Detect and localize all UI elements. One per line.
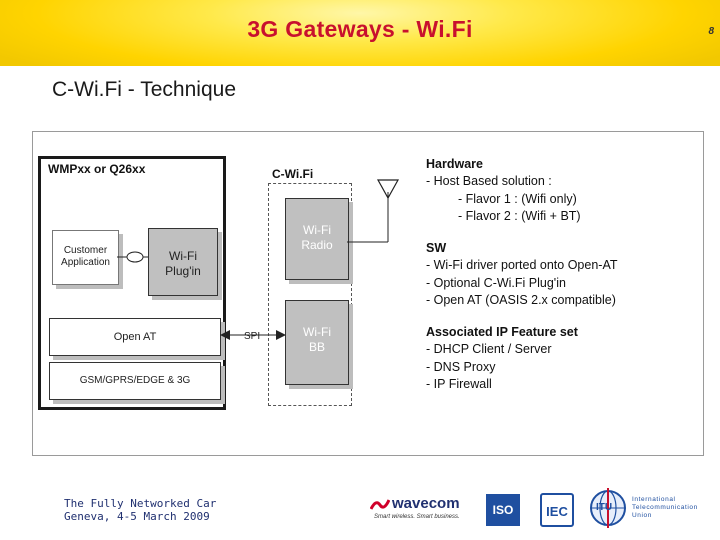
- ip-line-3: - IP Firewall: [426, 377, 492, 391]
- header-banner: 3G Gateways - Wi.Fi 8: [0, 0, 720, 66]
- wavecom-logo: wavecom Smart wireless. Smart business.: [370, 494, 476, 524]
- itu-name-line-2: Telecommunication: [632, 504, 698, 511]
- cwifi-dashed-box: [268, 183, 352, 406]
- cwifi-title: C-Wi.Fi: [272, 167, 314, 181]
- open-at-box: Open AT: [49, 318, 221, 356]
- gsm-label: GSM/GPRS/EDGE & 3G: [79, 375, 191, 386]
- ip-line-1: - DHCP Client / Server: [426, 342, 552, 356]
- wavecom-wordmark: wavecom: [392, 495, 460, 512]
- plugin-line-2: Plug'in: [165, 264, 201, 278]
- ip-title: Associated IP Feature set: [426, 325, 578, 339]
- slide-subtitle: C-Wi.Fi - Technique: [52, 78, 236, 101]
- gsm-box: GSM/GPRS/EDGE & 3G: [49, 362, 221, 400]
- bb-line-2: BB: [308, 340, 325, 354]
- itu-logo: ITU International Telecommunication Unio…: [588, 486, 708, 532]
- itu-name-line-1: International: [632, 496, 676, 503]
- sw-title: SW: [426, 241, 447, 255]
- sw-line-3: - Open AT (OASIS 2.x compatible): [426, 293, 616, 307]
- hardware-line-3: - Flavor 2 : (Wifi + BT): [458, 209, 581, 223]
- ip-line-2: - DNS Proxy: [426, 360, 496, 374]
- wavecom-swoosh-icon: [370, 499, 390, 510]
- itu-name: International Telecommunication Union: [632, 496, 698, 520]
- spi-label: SPI: [244, 331, 261, 342]
- wifi-bb-box: Wi-Fi BB: [285, 300, 349, 385]
- customer-application-box: Customer Application: [52, 230, 119, 285]
- slide-title: 3G Gateways - Wi.Fi: [247, 16, 473, 42]
- sw-line-2: - Optional C-Wi.Fi Plug'in: [426, 276, 566, 290]
- content-frame: [32, 131, 704, 456]
- interface-connector-icon: [126, 251, 144, 263]
- wavecom-tagline: Smart wireless. Smart business.: [374, 514, 460, 520]
- wifi-plugin-box: Wi-Fi Plug'in: [148, 228, 218, 296]
- customer-app-line-1: Customer: [63, 245, 108, 256]
- radio-line-2: Radio: [301, 238, 333, 252]
- itu-name-line-3: Union: [632, 512, 652, 519]
- bb-line-1: Wi-Fi: [303, 325, 331, 339]
- plugin-line-1: Wi-Fi: [169, 249, 197, 263]
- footer-line-2: Geneva, 4-5 March 2009: [64, 510, 210, 523]
- module-title: WMPxx or Q26xx: [48, 162, 146, 176]
- footer-event: The Fully Networked Car Geneva, 4-5 Marc…: [64, 497, 216, 523]
- sw-line-1: - Wi-Fi driver ported onto Open-AT: [426, 258, 618, 272]
- antenna-icon: [376, 179, 400, 200]
- iso-logo: ISO: [486, 494, 520, 526]
- itu-acronym: ITU: [596, 502, 613, 513]
- hardware-line-1: - Host Based solution :: [426, 174, 552, 188]
- wifi-radio-box: Wi-Fi Radio: [285, 198, 349, 280]
- spi-arrowhead-right: [276, 330, 286, 340]
- open-at-label: Open AT: [113, 331, 157, 343]
- hardware-title: Hardware: [426, 157, 483, 171]
- iec-logo: IEC: [540, 493, 574, 527]
- customer-app-line-2: Application: [61, 257, 110, 268]
- footer-line-1: The Fully Networked Car: [64, 497, 217, 510]
- page-number: 8: [708, 26, 714, 37]
- spi-arrowhead-left: [220, 330, 230, 340]
- itu-globe-icon: [590, 488, 626, 528]
- hardware-line-2: - Flavor 1 : (Wifi only): [458, 192, 577, 206]
- radio-line-1: Wi-Fi: [303, 223, 331, 237]
